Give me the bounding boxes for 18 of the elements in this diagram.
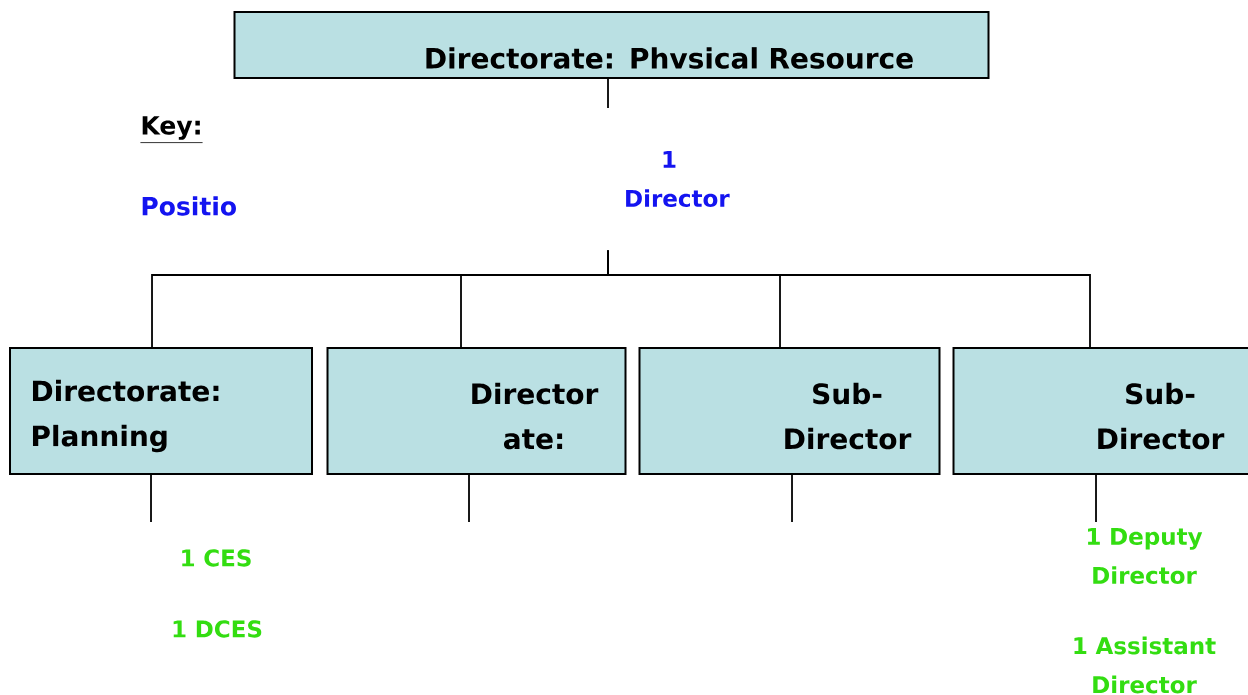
legend-text: Positio xyxy=(142,196,236,216)
connector-line xyxy=(607,78,609,109)
org-box: Directorate: Planning xyxy=(9,347,313,475)
position-text: 1 DCES xyxy=(173,620,262,638)
position-text: 1 Director xyxy=(626,150,730,208)
position-text: 1 Assistant Director xyxy=(1074,636,1216,694)
org-box: Sub- Director xyxy=(952,347,1248,475)
org-box: Directorate: Phvsical Resource xyxy=(233,11,990,79)
connector-line xyxy=(791,473,793,523)
org-box: Director ate: xyxy=(326,347,627,475)
connector-line xyxy=(1095,473,1097,523)
position-text: 1 Deputy Director xyxy=(1088,527,1203,585)
connector-line xyxy=(150,473,152,523)
connector-line xyxy=(607,249,1091,348)
key-heading: Key: xyxy=(140,116,203,143)
org-box: Sub- Director xyxy=(638,347,941,475)
connector-line xyxy=(468,473,470,523)
position-text: 1 CES xyxy=(182,549,251,567)
